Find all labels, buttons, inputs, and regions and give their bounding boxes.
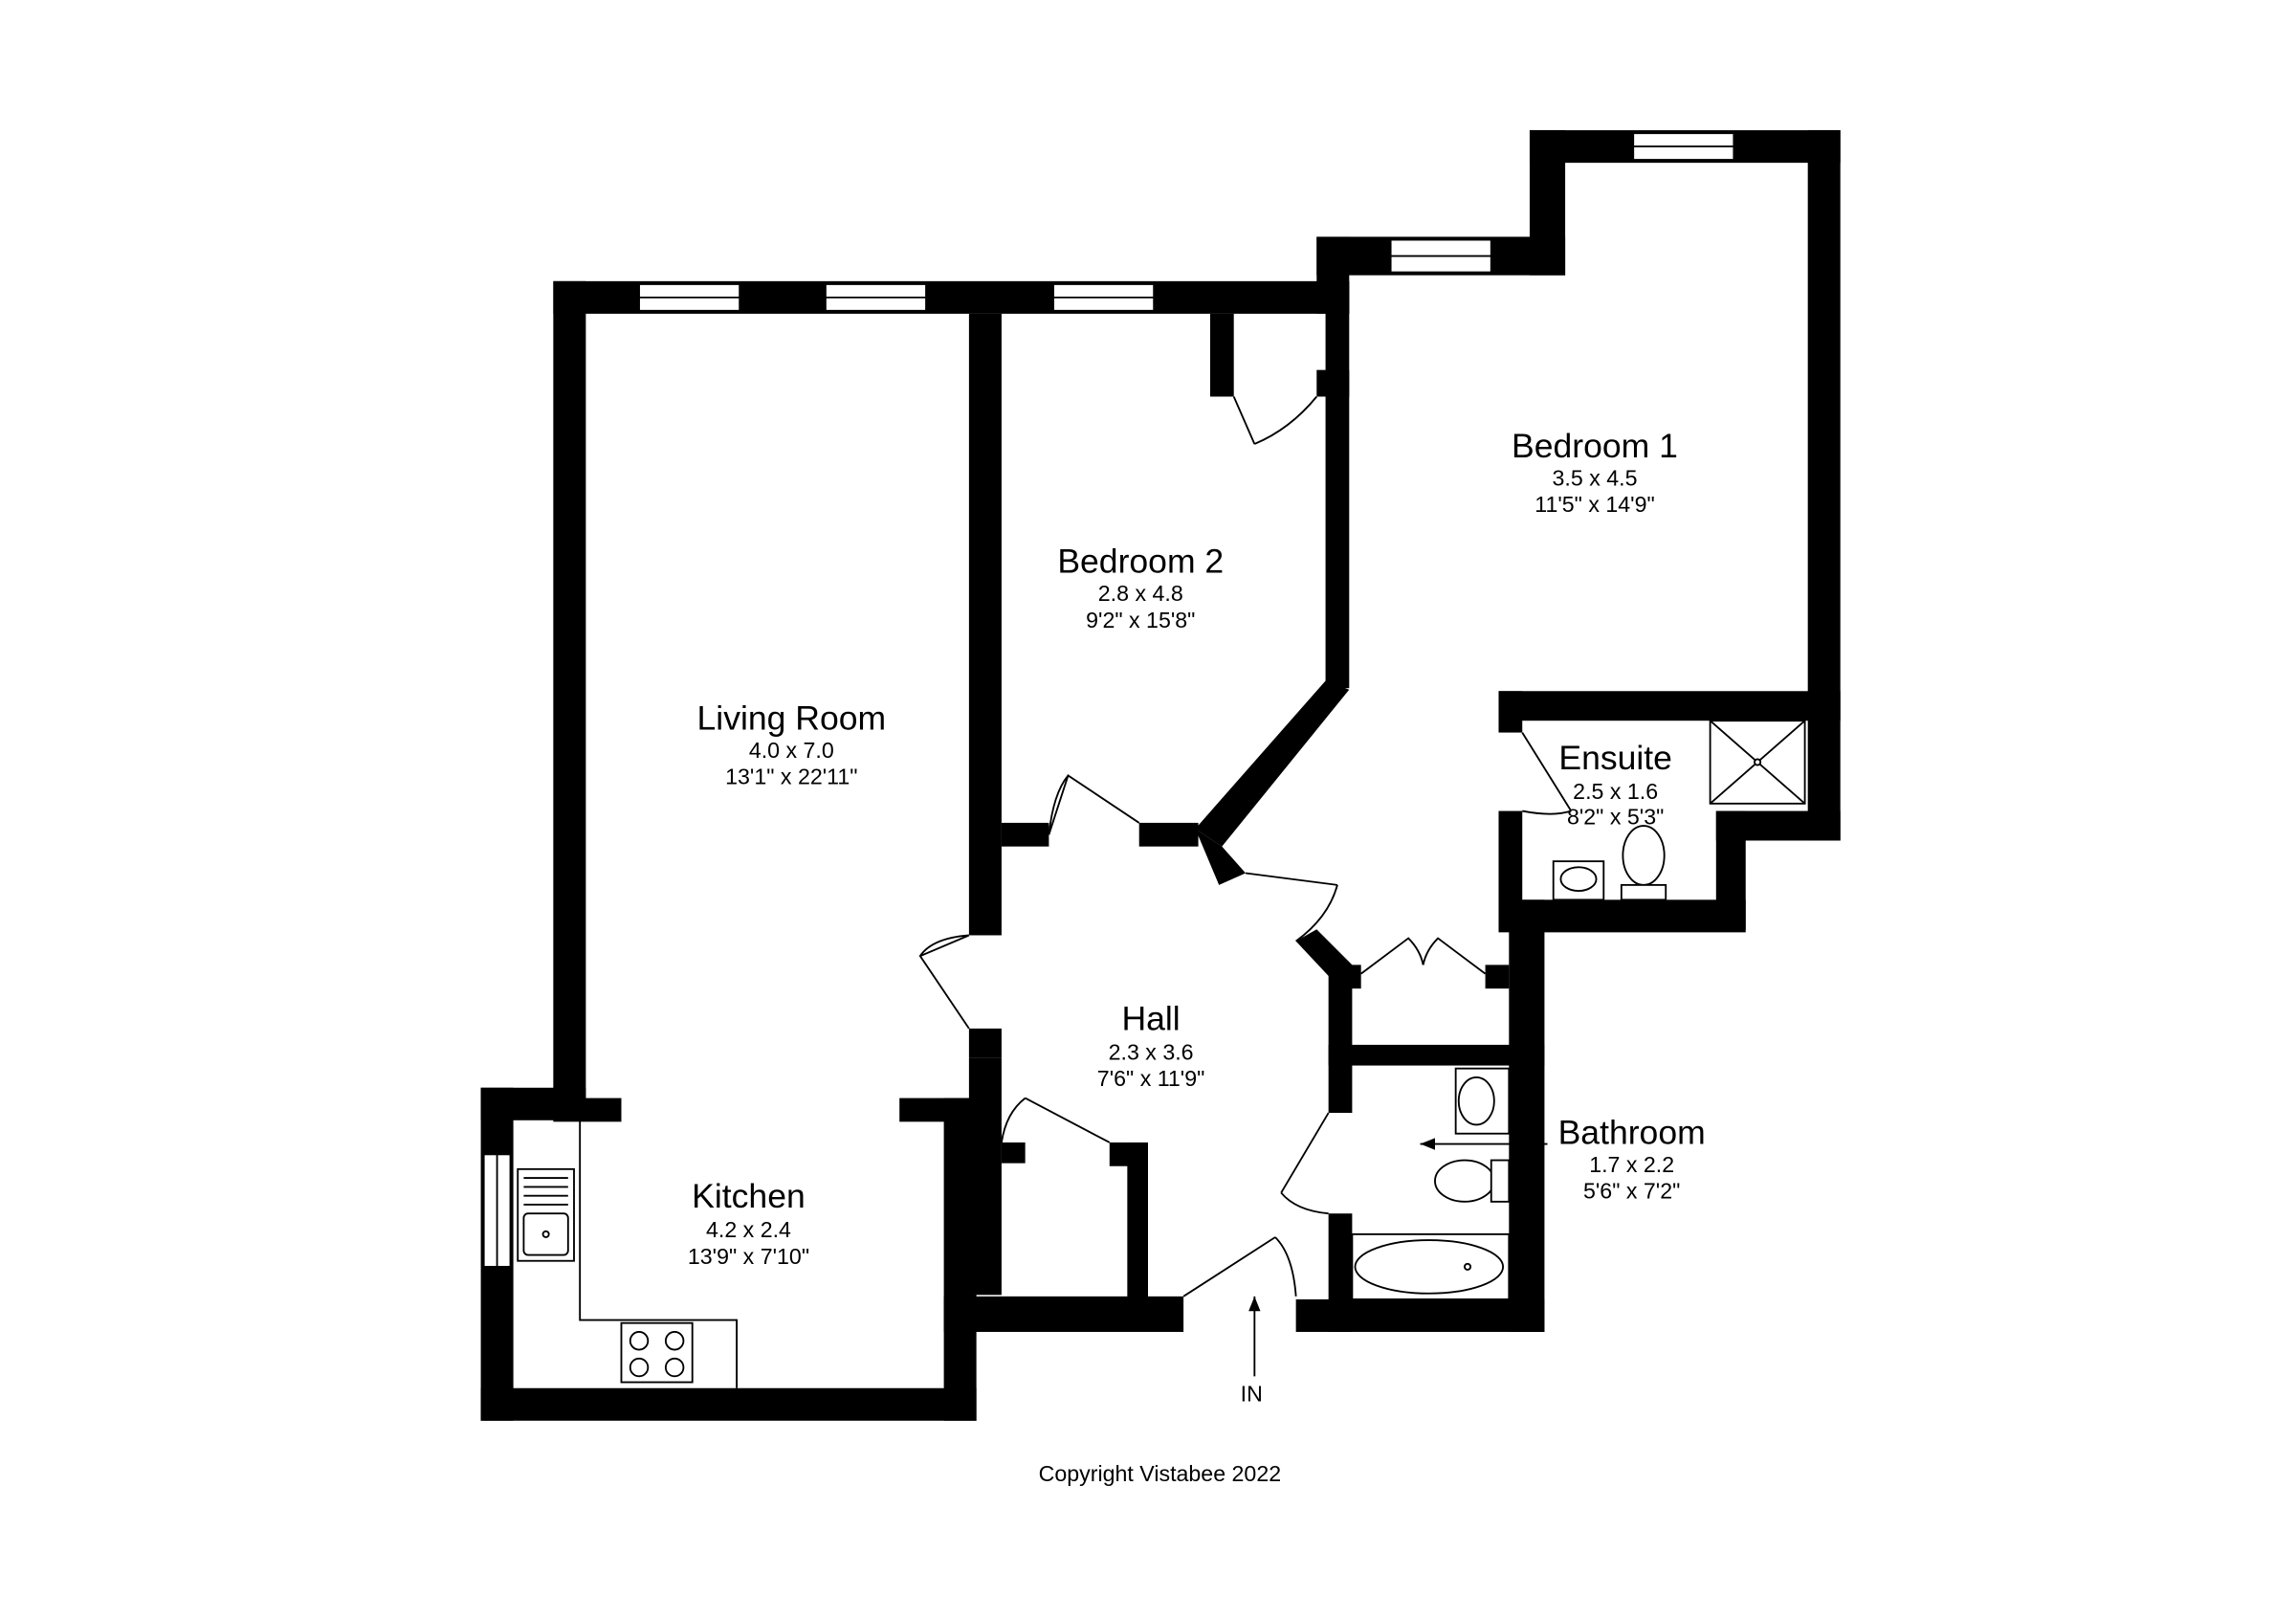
label-bedroom-1: Bedroom 1 3.5 x 4.5 11'5" x 14'9" bbox=[1512, 427, 1678, 517]
door bbox=[1360, 937, 1487, 975]
room-name: Bathroom bbox=[1558, 1114, 1706, 1152]
wall bbox=[968, 1028, 1002, 1058]
entrance-label: IN bbox=[1241, 1382, 1263, 1407]
wall bbox=[1001, 822, 1049, 847]
fixtures bbox=[517, 720, 1806, 1388]
wall bbox=[553, 280, 586, 1098]
room-imperial-dimensions: 13'1" x 22'11" bbox=[725, 765, 857, 789]
wall bbox=[1498, 691, 1841, 721]
bath-icon bbox=[1351, 1232, 1511, 1300]
room-name: Hall bbox=[1121, 999, 1180, 1037]
label-bathroom: Bathroom 1.7 x 2.2 5'6" x 7'2" bbox=[1558, 1114, 1706, 1204]
door bbox=[1048, 773, 1140, 835]
label-hall: Hall 2.3 x 3.6 7'6" x 11'9" bbox=[1097, 999, 1205, 1091]
bathroom-toilet-icon bbox=[1434, 1159, 1511, 1203]
label-living-room: Living Room 4.0 x 7.0 13'1" x 22'11" bbox=[697, 699, 887, 788]
door bbox=[1245, 872, 1338, 943]
room-metric-dimensions: 4.2 x 2.4 bbox=[706, 1217, 791, 1242]
windows bbox=[482, 132, 1735, 1268]
shower-icon bbox=[1709, 720, 1806, 805]
wall bbox=[1485, 965, 1510, 989]
walls bbox=[480, 130, 1841, 1421]
wall bbox=[1316, 369, 1350, 397]
wall bbox=[1295, 929, 1361, 989]
wall bbox=[1509, 899, 1545, 1332]
room-metric-dimensions: 4.0 x 7.0 bbox=[749, 738, 834, 763]
ensuite-basin-icon bbox=[1552, 860, 1605, 901]
kitchen-sink-icon bbox=[517, 1167, 575, 1262]
label-ensuite: Ensuite 2.5 x 1.6 8'2" x 5'3" bbox=[1558, 739, 1672, 829]
door bbox=[1182, 1236, 1297, 1297]
room-imperial-dimensions: 9'2" x 15'8" bbox=[1086, 608, 1195, 632]
wall bbox=[1328, 1213, 1353, 1332]
copyright-notice: Copyright Vistabee 2022 bbox=[1039, 1461, 1282, 1486]
room-imperial-dimensions: 11'5" x 14'9" bbox=[1534, 492, 1654, 517]
wall bbox=[1127, 1142, 1148, 1303]
room-imperial-dimensions: 13'9" x 7'10" bbox=[688, 1244, 809, 1269]
room-metric-dimensions: 1.7 x 2.2 bbox=[1589, 1152, 1674, 1177]
wall bbox=[1138, 822, 1199, 847]
door bbox=[1521, 732, 1573, 815]
hob-icon bbox=[620, 1321, 694, 1384]
door bbox=[918, 934, 970, 1030]
room-imperial-dimensions: 8'2" x 5'3" bbox=[1567, 804, 1664, 829]
room-name: Bedroom 2 bbox=[1057, 543, 1224, 581]
wall bbox=[1328, 1044, 1545, 1066]
wall bbox=[480, 1387, 977, 1421]
room-name: Bedroom 1 bbox=[1512, 427, 1678, 465]
room-name: Kitchen bbox=[692, 1177, 806, 1215]
doors bbox=[918, 395, 1573, 1297]
label-kitchen: Kitchen 4.2 x 2.4 13'9" x 7'10" bbox=[688, 1177, 809, 1269]
wall bbox=[1498, 691, 1523, 733]
wall bbox=[1195, 680, 1350, 847]
entrance-arrow-icon bbox=[1248, 1296, 1261, 1377]
wall bbox=[1195, 829, 1247, 885]
label-bedroom-2: Bedroom 2 2.8 x 4.8 9'2" x 15'8" bbox=[1057, 543, 1224, 632]
wall bbox=[1325, 280, 1350, 689]
wall bbox=[1209, 313, 1234, 397]
room-imperial-dimensions: 7'6" x 11'9" bbox=[1097, 1066, 1205, 1091]
wall bbox=[1509, 899, 1746, 933]
room-metric-dimensions: 2.8 x 4.8 bbox=[1098, 581, 1183, 606]
room-metric-dimensions: 2.5 x 1.6 bbox=[1573, 779, 1658, 804]
room-metric-dimensions: 2.3 x 3.6 bbox=[1109, 1039, 1194, 1064]
bathroom-pointer-arrow-icon bbox=[1420, 1138, 1548, 1150]
bathroom-basin-icon bbox=[1454, 1067, 1511, 1135]
room-name: Living Room bbox=[697, 699, 887, 737]
wall bbox=[968, 313, 1002, 936]
wall bbox=[968, 1057, 1002, 1296]
door bbox=[1000, 1097, 1111, 1143]
door bbox=[1280, 1112, 1330, 1215]
wall bbox=[1807, 130, 1841, 841]
room-imperial-dimensions: 5'6" x 7'2" bbox=[1583, 1179, 1680, 1204]
door bbox=[1232, 395, 1318, 445]
kitchen-counter bbox=[579, 1120, 739, 1388]
ensuite-toilet-icon bbox=[1620, 825, 1667, 901]
room-metric-dimensions: 3.5 x 4.5 bbox=[1553, 465, 1638, 490]
room-name: Ensuite bbox=[1558, 739, 1672, 777]
wall bbox=[1001, 1142, 1026, 1164]
